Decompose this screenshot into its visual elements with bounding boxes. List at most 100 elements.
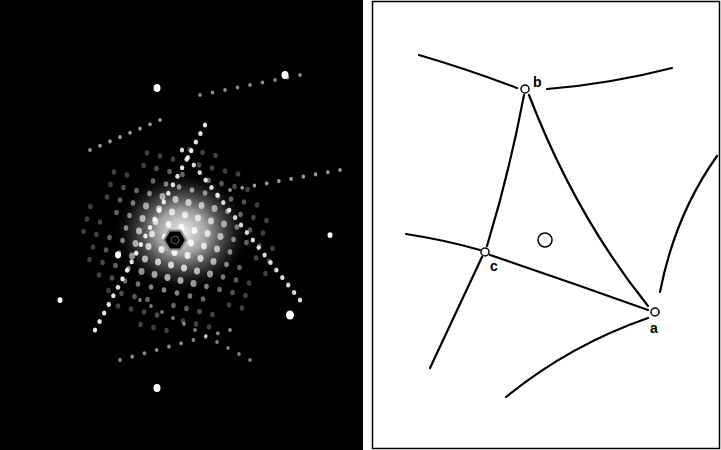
diffraction-spot	[130, 355, 134, 359]
diffraction-spot	[118, 197, 123, 202]
diffraction-spot	[190, 187, 195, 192]
diffraction-spot	[240, 186, 244, 190]
diffraction-spot	[121, 185, 126, 190]
diffraction-spot	[171, 156, 176, 161]
pole-markers	[481, 85, 659, 316]
diffraction-spot	[87, 257, 92, 262]
diffraction-spot	[182, 322, 186, 326]
diffraction-spot	[215, 340, 219, 344]
diffraction-spot	[154, 84, 161, 92]
diffraction-spot	[209, 185, 213, 190]
diffraction-spot	[185, 252, 191, 259]
pole-label: b	[532, 75, 543, 90]
diffraction-spot	[286, 282, 290, 287]
diffraction-spot	[192, 338, 196, 342]
diffraction-spot	[97, 319, 101, 324]
diffraction-spot	[173, 196, 179, 203]
diffraction-spot	[245, 230, 249, 235]
diffraction-spot	[158, 153, 163, 158]
diffraction-spot	[81, 229, 86, 234]
diffraction-spot	[261, 80, 265, 84]
diffraction-spot	[118, 358, 122, 362]
diffraction-spot	[261, 230, 266, 235]
diffraction-spot	[129, 259, 133, 264]
diffraction-spot	[314, 172, 318, 176]
diffraction-spot	[159, 246, 165, 253]
diffraction-spot	[184, 306, 189, 311]
diffraction-spot	[273, 78, 277, 82]
diffraction-spot	[100, 260, 105, 265]
diffraction-spot	[102, 310, 106, 315]
diffraction-spot	[112, 169, 117, 174]
diffraction-spot	[186, 199, 192, 206]
diffraction-spot	[230, 290, 235, 295]
diffraction-spot	[251, 215, 256, 220]
diffraction-spots	[58, 71, 342, 392]
diffraction-spot	[292, 290, 296, 295]
diffraction-spot	[204, 334, 208, 338]
diffraction-spot	[164, 181, 169, 186]
diffraction-spot	[181, 265, 187, 272]
diffraction-spot	[182, 212, 188, 219]
diffraction-spot	[189, 148, 193, 153]
diffraction-spot	[114, 210, 119, 215]
diffraction-spot	[136, 281, 141, 286]
diffraction-spot	[251, 237, 255, 242]
diffraction-spot	[58, 297, 63, 303]
diffraction-spot	[201, 243, 207, 250]
diffraction-spot	[158, 118, 162, 122]
diffraction-spot	[131, 200, 136, 205]
diffraction-spot	[169, 209, 175, 216]
diffraction-spot	[154, 384, 161, 392]
diffraction-spot	[280, 275, 284, 280]
diffraction-spot	[155, 312, 160, 317]
diffraction-spot	[125, 172, 130, 177]
diffraction-spot	[175, 174, 179, 179]
kikuchi-line	[419, 55, 517, 88]
diffraction-spot	[177, 184, 182, 189]
diffraction-spot	[156, 206, 162, 213]
central-glow	[112, 170, 252, 294]
diffraction-spot	[326, 170, 330, 174]
diffraction-spot	[98, 219, 103, 224]
diffraction-spot	[265, 181, 269, 185]
diffraction-spot	[116, 285, 120, 290]
diffraction-spot	[167, 345, 171, 349]
diffraction-spot	[257, 245, 261, 250]
diffraction-spot	[152, 271, 158, 278]
diffraction-spot	[217, 287, 222, 292]
beam-center	[538, 233, 552, 247]
kikuchi-line	[506, 318, 648, 397]
diffraction-spot	[226, 346, 230, 350]
diffraction-spot	[237, 265, 242, 270]
diffraction-spot	[162, 287, 167, 292]
diffraction-spot	[194, 321, 199, 326]
diffraction-spot	[212, 205, 218, 212]
diffraction-spot	[205, 230, 211, 237]
kikuchi-line	[406, 234, 480, 250]
diffraction-spot	[143, 351, 147, 355]
diffraction-spot	[204, 284, 209, 289]
diffraction-spot	[111, 293, 115, 298]
diffraction-spot	[253, 183, 257, 187]
diffraction-spot	[105, 194, 110, 199]
beam-stop-ring	[171, 236, 179, 244]
diffraction-spot	[227, 302, 232, 307]
diffraction-spot	[124, 225, 129, 230]
diffraction-spot	[247, 280, 252, 285]
diffraction-spot	[201, 296, 206, 301]
diffraction-spot	[88, 204, 93, 209]
diffraction-spot	[146, 243, 152, 250]
diffraction-spot	[180, 172, 185, 177]
diffraction-spot	[232, 184, 237, 189]
diffraction-spot	[228, 188, 232, 192]
diffraction-spot	[151, 178, 156, 183]
diffraction-spot	[234, 277, 239, 282]
diffraction-spot	[115, 252, 121, 259]
diffraction-spot	[219, 181, 224, 186]
diffraction-spot	[289, 177, 293, 181]
diffraction-spot	[129, 306, 134, 311]
diffraction-spot	[128, 131, 132, 135]
diffraction-spot	[127, 213, 132, 218]
